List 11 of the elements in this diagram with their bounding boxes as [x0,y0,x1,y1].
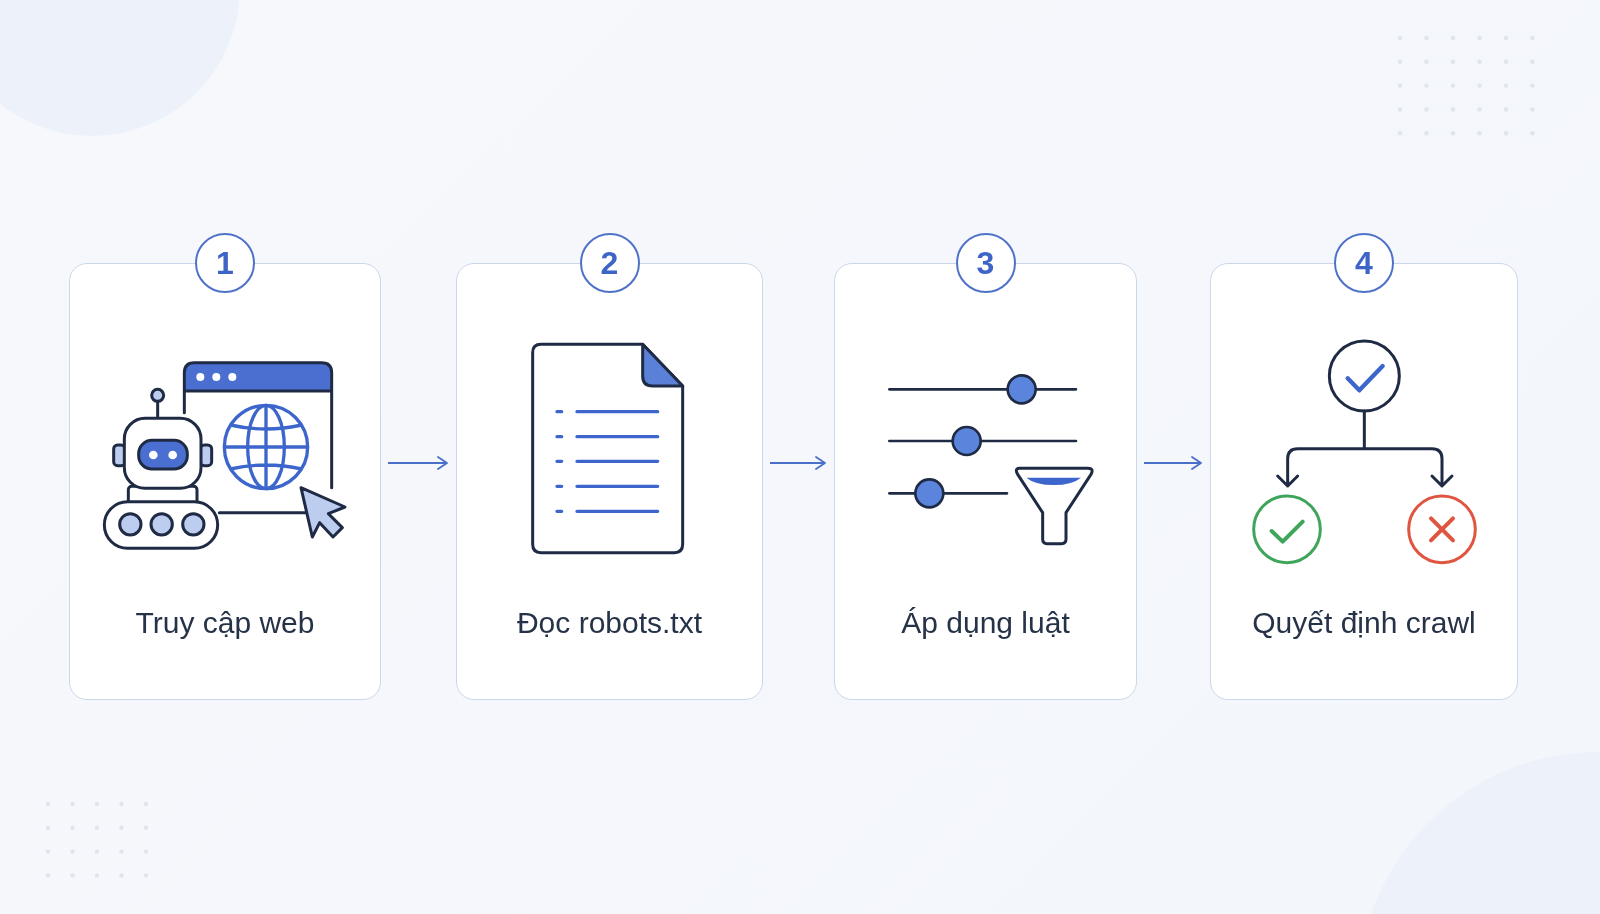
arrow [769,456,826,470]
arrow [1143,456,1202,470]
step-label: Đọc robots.txt [515,605,704,641]
step-label: Truy cập web [134,605,316,641]
step-label: Áp dụng luật [900,605,1071,641]
step-number: 3 [955,233,1016,293]
step-number: 2 [579,233,640,293]
step-number: 1 [195,233,255,293]
arrow [387,456,448,470]
step-number: 4 [1334,233,1394,293]
step-label: Quyết định crawl [1251,605,1477,641]
